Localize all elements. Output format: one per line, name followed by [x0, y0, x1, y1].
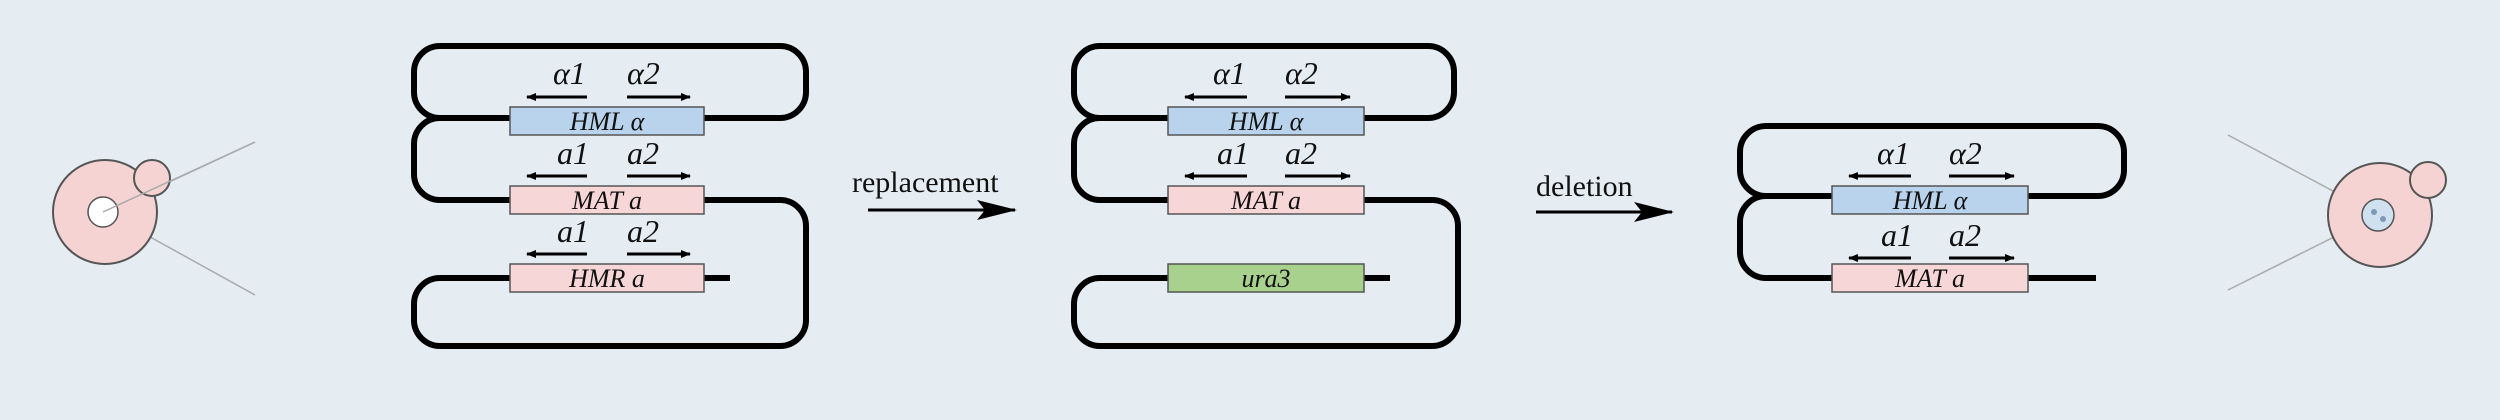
mat-locus: a1 a2 MAT a — [1167, 135, 1365, 215]
panel-3-chromosome: α1 α2 HML α a1 a2 MAT a — [1737, 123, 2127, 293]
gene-alpha1-label: α1 — [553, 55, 586, 91]
mat-box — [1831, 263, 2029, 293]
deletion-step: deletion — [1536, 170, 1674, 222]
ura3-label: ura3 — [1241, 264, 1290, 293]
hml-locus: α1 α2 HML α — [1831, 135, 2029, 215]
hml-locus: α1 α2 HML α — [509, 55, 705, 136]
mat-label: MAT a — [571, 186, 642, 215]
gene-a1-label: a1 — [557, 135, 589, 171]
yeast-bud — [2409, 161, 2447, 199]
gene-a1-label: a1 — [1217, 135, 1249, 171]
yeast-cell-left — [52, 141, 256, 296]
chromosome-segment-bottom — [411, 197, 809, 349]
mat-locus: a1 a2 MAT a — [509, 135, 705, 215]
gene-alpha2-label: α2 — [1949, 135, 1982, 171]
mat-locus: a1 a2 MAT a — [1831, 217, 2029, 293]
nucleus-detail — [2371, 209, 2377, 215]
ura3-box — [1167, 263, 1365, 293]
replacement-step: replacement — [852, 166, 1017, 220]
mat-label: MAT a — [1230, 186, 1301, 215]
chromosome-segment-left — [411, 115, 512, 203]
panel-1-chromosome: α1 α2 HML α a1 a2 MAT a a1 a2 HMR a — [411, 43, 809, 349]
gene-alpha2-label: α2 — [627, 55, 660, 91]
panel-2-chromosome: α1 α2 HML α a1 a2 MAT a ura3 — [1071, 43, 1461, 349]
hml-label: HML α — [1892, 186, 1969, 215]
hmr-label: HMR a — [568, 264, 645, 293]
mat-box — [1167, 185, 1365, 215]
gene-a2-label: a2 — [1949, 217, 1981, 253]
chromosome-segment-left — [1737, 193, 1832, 281]
gene-a2-label: a2 — [627, 135, 659, 171]
chromosome-segment-left — [1071, 115, 1168, 203]
hmr-locus: a1 a2 HMR a — [509, 213, 705, 293]
gene-alpha1-label: α1 — [1877, 135, 1910, 171]
gene-a2-label: a2 — [627, 213, 659, 249]
hml-box — [1831, 185, 2029, 215]
gene-a2-label: a2 — [1285, 135, 1317, 171]
replacement-label: replacement — [852, 166, 999, 199]
hml-box — [509, 106, 705, 136]
mat-box — [509, 185, 705, 215]
hml-locus: α1 α2 HML α — [1167, 55, 1365, 136]
nucleus-detail — [2380, 216, 2386, 222]
gene-alpha2-label: α2 — [1285, 55, 1318, 91]
hmr-box — [509, 263, 705, 293]
deletion-label: deletion — [1536, 170, 1633, 203]
yeast-bud — [133, 159, 171, 197]
chromosome-loop-top — [411, 43, 809, 121]
gene-alpha1-label: α1 — [1213, 55, 1246, 91]
hml-box — [1167, 106, 1365, 136]
hml-label: HML α — [569, 107, 646, 136]
yeast-cell-right — [2227, 134, 2447, 291]
yeast-nucleus — [2361, 198, 2395, 232]
gene-a1-label: a1 — [1881, 217, 1913, 253]
chromosome-loop-top — [1071, 43, 1457, 121]
chromosome-segment-bottom — [1071, 197, 1461, 349]
mat-label: MAT a — [1894, 264, 1965, 293]
hml-label: HML α — [1228, 107, 1305, 136]
ura3-marker: ura3 — [1167, 263, 1365, 293]
chromosome-loop-top — [1737, 123, 2127, 199]
gene-a1-label: a1 — [557, 213, 589, 249]
